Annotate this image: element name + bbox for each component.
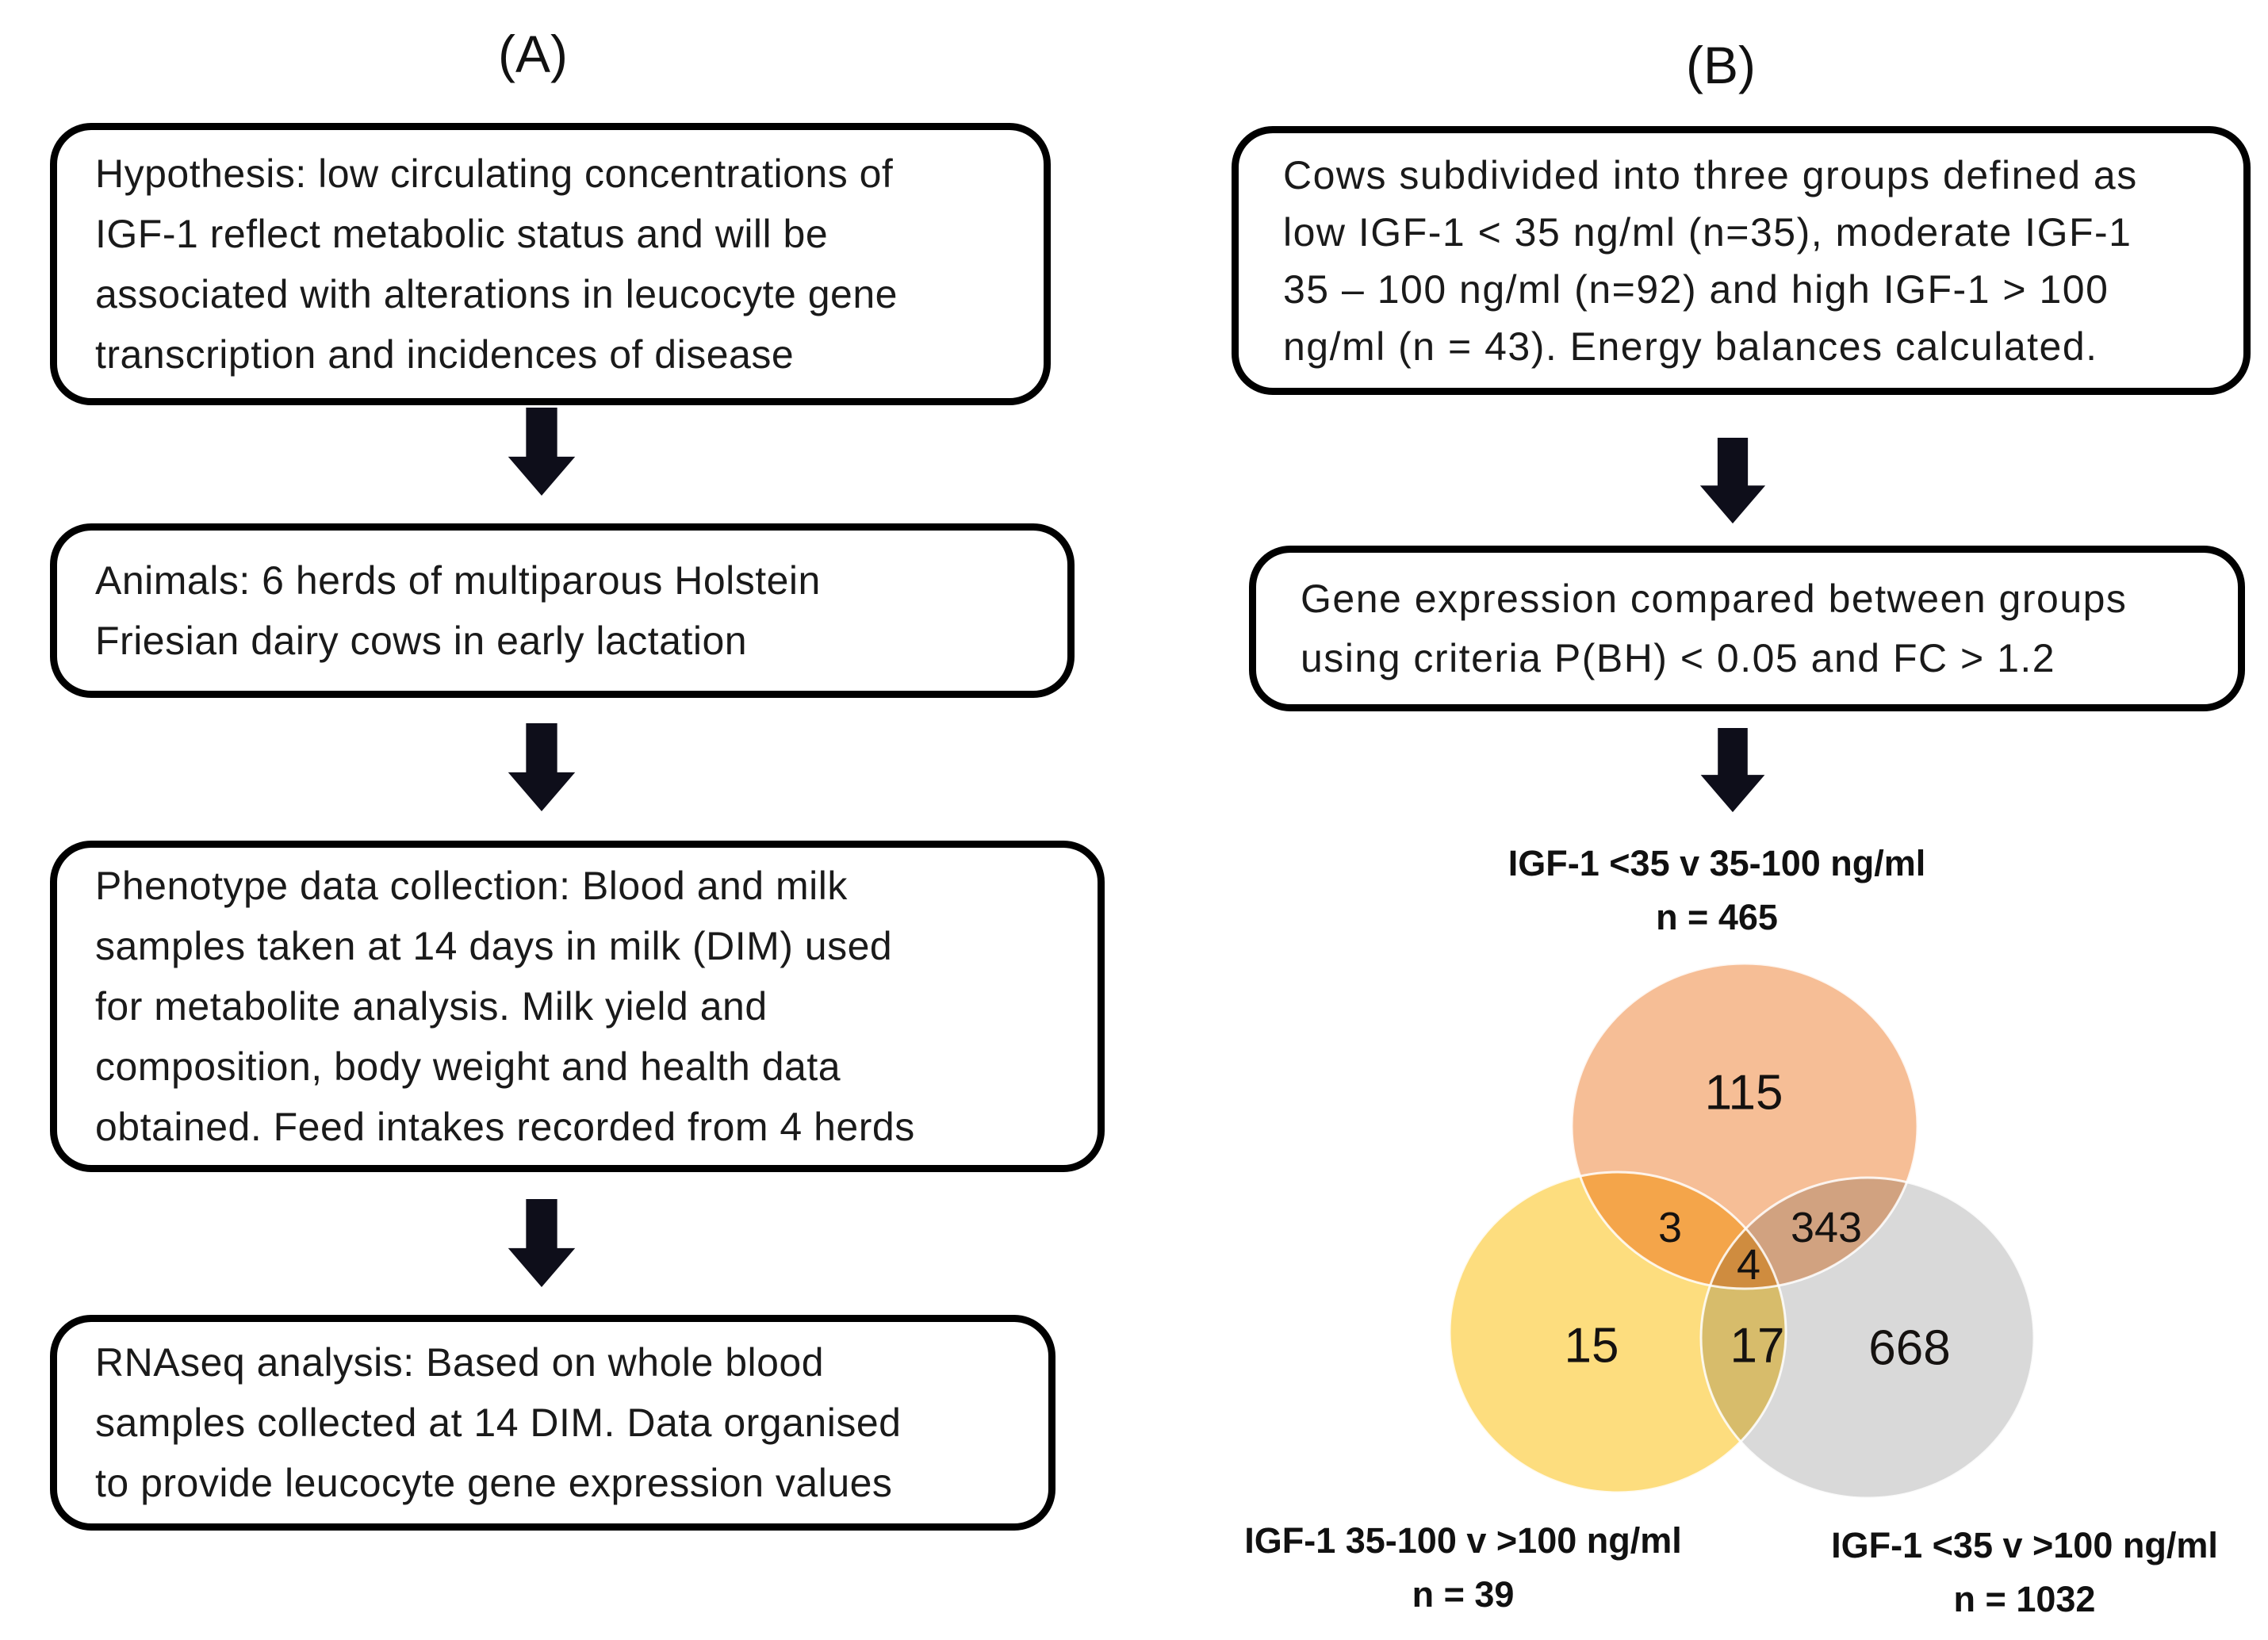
venn-count-top-right: 343 bbox=[1790, 1204, 1863, 1251]
groups-text-line: 35 – 100 ng/ml (n=92) and high IGF-1 > 1… bbox=[1283, 266, 2109, 312]
panel-a-label: (A) bbox=[498, 25, 568, 83]
down-arrow-icon bbox=[506, 1199, 577, 1293]
hypothesis-text-line: transcription and incidences of disease bbox=[95, 332, 795, 377]
animals-text-line: Animals: 6 herds of multiparous Holstein bbox=[95, 558, 821, 603]
venn-count-top-left: 3 bbox=[1657, 1204, 1683, 1251]
groups-text-line: ng/ml (n = 43). Energy balances calculat… bbox=[1283, 324, 2098, 369]
venn-top-set-label: IGF-1 <35 v 35-100 ng/ml n = 465 bbox=[1400, 839, 2034, 942]
venn-circle-right bbox=[1701, 1178, 2034, 1498]
gene-expression-text-line: using criteria P(BH) < 0.05 and FC > 1.2 bbox=[1301, 635, 2056, 680]
phenotype-box: Phenotype data collection: Blood and mil… bbox=[50, 841, 1105, 1172]
venn-count-left-only: 15 bbox=[1564, 1318, 1619, 1374]
venn-left-set-count: n = 39 bbox=[1412, 1574, 1515, 1615]
hypothesis-text-line: Hypothesis: low circulating concentratio… bbox=[95, 151, 894, 196]
venn-circle-outlines bbox=[1448, 962, 2036, 1500]
venn-count-top-only: 115 bbox=[1704, 1065, 1783, 1121]
down-arrow-icon bbox=[506, 723, 577, 817]
rnaseq-text-line: to provide leucocyte gene expression val… bbox=[95, 1461, 893, 1505]
venn-right-set-title: IGF-1 <35 v >100 ng/ml bbox=[1831, 1525, 2218, 1565]
hypothesis-text-line: associated with alterations in leucocyte… bbox=[95, 272, 898, 316]
venn-left-set-title: IGF-1 35-100 v >100 ng/ml bbox=[1244, 1520, 1682, 1561]
rnaseq-text-line: samples collected at 14 DIM. Data organi… bbox=[95, 1401, 902, 1445]
venn-left-set-label: IGF-1 35-100 v >100 ng/ml n = 39 bbox=[1146, 1516, 1780, 1619]
venn-count-center: 4 bbox=[1736, 1241, 1761, 1289]
venn-top-set-count: n = 465 bbox=[1656, 897, 1778, 937]
rnaseq-text-line: RNAseq analysis: Based on whole blood bbox=[95, 1340, 825, 1385]
venn-count-left-right: 17 bbox=[1730, 1318, 1785, 1374]
phenotype-text-line: obtained. Feed intakes recorded from 4 h… bbox=[95, 1105, 915, 1149]
down-arrow-icon bbox=[1697, 438, 1768, 529]
phenotype-text-line: samples taken at 14 days in milk (DIM) u… bbox=[95, 924, 893, 968]
hypothesis-text-line: IGF-1 reflect metabolic status and will … bbox=[95, 212, 829, 256]
gene-expression-box: Gene expression compared between groups … bbox=[1249, 546, 2245, 711]
down-arrow-icon bbox=[1697, 728, 1768, 818]
animals-text-line: Friesian dairy cows in early lactation bbox=[95, 619, 748, 663]
venn-count-right-only: 668 bbox=[1868, 1320, 1951, 1376]
phenotype-text-line: composition, body weight and health data bbox=[95, 1044, 841, 1089]
groups-text-line: Cows subdivided into three groups define… bbox=[1283, 152, 2138, 197]
venn-right-set-count: n = 1032 bbox=[1953, 1579, 2096, 1619]
venn-right-set-label: IGF-1 <35 v >100 ng/ml n = 1032 bbox=[1707, 1521, 2268, 1624]
groups-text-line: low IGF-1 < 35 ng/ml (n=35), moderate IG… bbox=[1283, 209, 2132, 255]
hypothesis-box: Hypothesis: low circulating concentratio… bbox=[50, 123, 1051, 405]
groups-box: Cows subdivided into three groups define… bbox=[1232, 126, 2251, 395]
phenotype-text-line: for metabolite analysis. Milk yield and bbox=[95, 984, 768, 1029]
phenotype-text-line: Phenotype data collection: Blood and mil… bbox=[95, 864, 848, 908]
down-arrow-icon bbox=[506, 408, 577, 501]
gene-expression-text-line: Gene expression compared between groups bbox=[1301, 576, 2128, 621]
venn-top-set-title: IGF-1 <35 v 35-100 ng/ml bbox=[1508, 843, 1926, 883]
animals-box: Animals: 6 herds of multiparous Holstein… bbox=[50, 523, 1075, 698]
panel-b-label: (B) bbox=[1686, 36, 1756, 94]
rnaseq-box: RNAseq analysis: Based on whole blood sa… bbox=[50, 1315, 1055, 1531]
